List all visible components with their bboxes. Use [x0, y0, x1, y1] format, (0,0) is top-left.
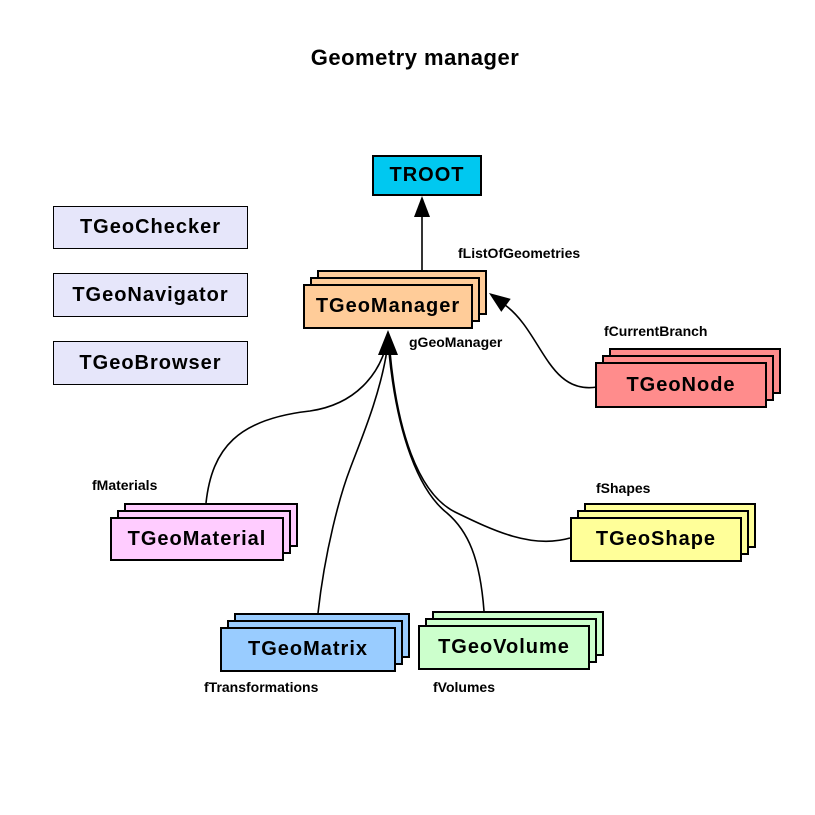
label-fcurrentbranch: fCurrentBranch — [604, 323, 708, 339]
label-ggeomanager: gGeoManager — [409, 334, 503, 350]
node-troot: TROOT — [372, 155, 482, 196]
node-tgeochecker-label: TGeoChecker — [79, 216, 222, 238]
stack-layer-front: TGeoMatrix — [220, 627, 396, 672]
label-fvolumes: fVolumes — [433, 679, 495, 695]
node-tgeoshape-label: TGeoShape — [595, 528, 717, 550]
stack-layer-front: TGeoVolume — [418, 625, 590, 670]
edge-volume-manager — [388, 351, 485, 612]
node-tgeonavigator: TGeoNavigator — [53, 273, 248, 317]
node-tgeonavigator-label: TGeoNavigator — [72, 283, 229, 306]
node-tgeomaterial-label: TGeoMaterial — [127, 527, 267, 550]
node-tgeochecker: TGeoChecker — [53, 206, 248, 249]
node-tgeovolume-label: TGeoVolume — [438, 636, 570, 658]
label-fmaterials: fMaterials — [92, 477, 158, 493]
edge-matrix-manager — [317, 349, 388, 614]
stack-layer-front: TGeoManager — [303, 284, 473, 329]
edge-shape-manager — [389, 351, 571, 543]
node-tgeomatrix-label: TGeoMatrix — [247, 638, 369, 660]
label-fshapes: fShapes — [596, 480, 651, 496]
node-tgeomanager-label: TGeoManager — [315, 295, 461, 317]
stack-layer-front: TGeoNode — [595, 362, 767, 408]
edge-node-manager — [504, 304, 598, 389]
node-tgeobrowser: TGeoBrowser — [53, 341, 248, 385]
arrowhead-manager-bottom — [378, 330, 398, 355]
node-tgeobrowser-label: TGeoBrowser — [79, 351, 222, 374]
arrowhead-manager-right — [489, 293, 511, 312]
stack-layer-front: TGeoShape — [570, 517, 742, 562]
stack-layer-front: TGeoMaterial — [110, 517, 284, 561]
node-troot-label: TROOT — [389, 164, 465, 186]
label-flistofgeometries: fListOfGeometries — [458, 245, 581, 261]
arrowhead-troot — [414, 196, 430, 217]
diagram-title: Geometry manager — [310, 45, 520, 70]
label-ftransformations: fTransformations — [204, 679, 319, 695]
node-tgeonode-label: TGeoNode — [626, 373, 736, 396]
